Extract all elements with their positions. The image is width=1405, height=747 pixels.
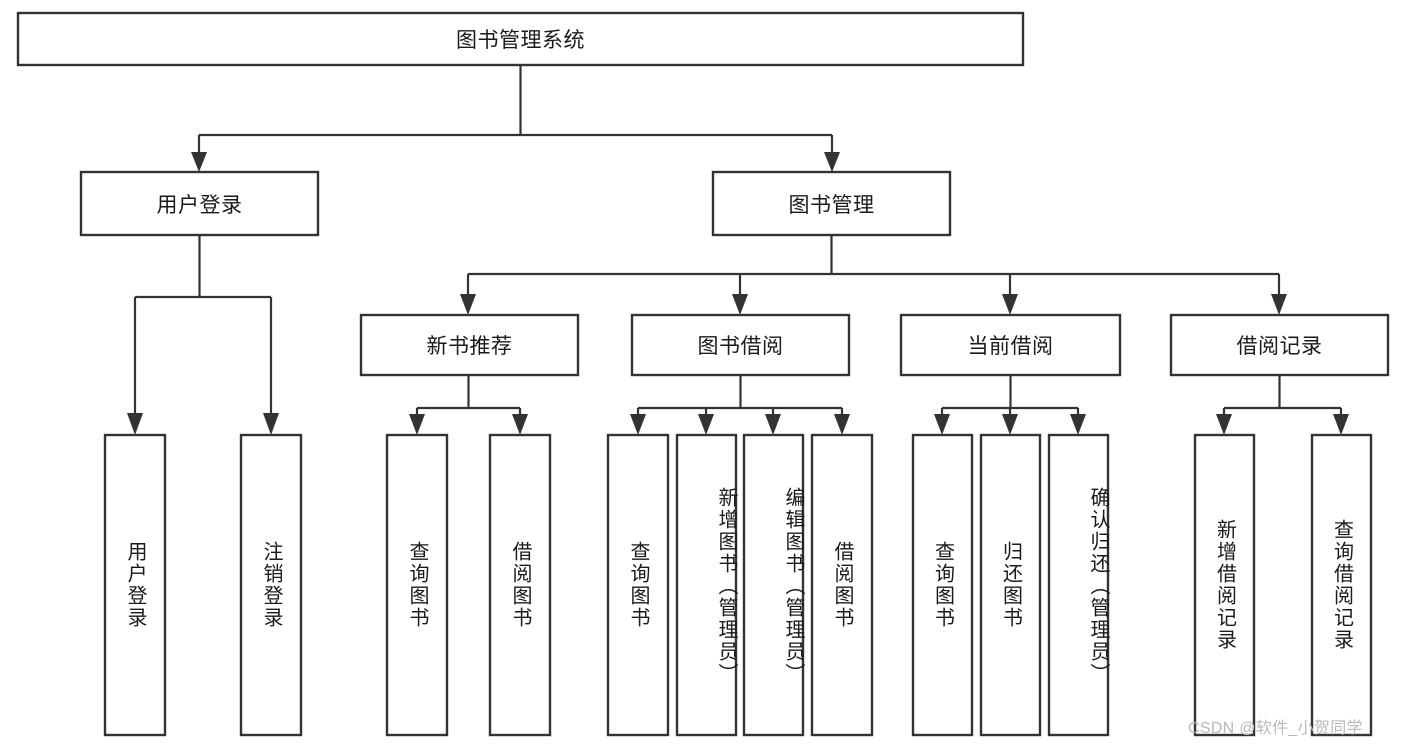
node-box-leaf-return-book[interactable] bbox=[979, 433, 1042, 737]
node-box-book-manage[interactable] bbox=[711, 170, 952, 237]
connector-new-book-rec-to-leaves bbox=[415, 375, 522, 416]
connector-user-login-to-leaves bbox=[133, 235, 273, 415]
arrow-to-borrow-record bbox=[1271, 294, 1287, 315]
arrow-to-leaf-borrow-book-1 bbox=[512, 414, 528, 435]
arrow-to-book-borrow bbox=[732, 294, 748, 315]
node-box-leaf-user-login[interactable] bbox=[103, 433, 167, 737]
node-box-user-login[interactable] bbox=[79, 170, 320, 237]
arrow-to-book-manage bbox=[824, 152, 840, 172]
node-box-new-book-rec[interactable] bbox=[359, 313, 580, 377]
arrow-to-leaf-query-book-3 bbox=[934, 414, 950, 435]
arrow-to-leaf-user-login bbox=[127, 413, 143, 435]
node-box-leaf-query-record[interactable] bbox=[1310, 433, 1373, 737]
connector-book-manage-to-level3 bbox=[466, 235, 1281, 296]
watermark: CSDN @软件_小贺同学 bbox=[1188, 720, 1363, 737]
arrow-to-leaf-query-book-1 bbox=[409, 414, 425, 435]
arrow-to-leaf-confirm-return bbox=[1070, 414, 1086, 435]
node-box-leaf-borrow-book-2[interactable] bbox=[810, 433, 874, 737]
connector-borrow-record-to-leaves bbox=[1222, 375, 1343, 416]
node-box-leaf-edit-book[interactable] bbox=[742, 433, 805, 737]
connector-book-borrow-to-leaves bbox=[636, 375, 844, 416]
node-box-leaf-user-logout[interactable] bbox=[239, 433, 303, 737]
node-box-leaf-add-book[interactable] bbox=[675, 433, 738, 737]
arrow-to-leaf-query-book-2 bbox=[630, 414, 646, 435]
node-box-current-borrow[interactable] bbox=[899, 313, 1122, 377]
arrow-to-leaf-edit-book bbox=[765, 414, 781, 435]
node-box-leaf-query-book-1[interactable] bbox=[385, 433, 449, 737]
arrow-to-new-book-rec bbox=[460, 294, 476, 315]
node-box-borrow-record[interactable] bbox=[1169, 313, 1390, 377]
arrow-to-user-login bbox=[191, 152, 207, 172]
arrow-to-leaf-borrow-book-2 bbox=[834, 414, 850, 435]
node-box-leaf-confirm-return[interactable] bbox=[1047, 433, 1110, 737]
arrow-to-leaf-add-book bbox=[698, 414, 714, 435]
arrow-to-leaf-add-record bbox=[1216, 414, 1232, 435]
node-box-leaf-query-book-3[interactable] bbox=[911, 433, 974, 737]
connector-current-borrow-to-leaves bbox=[940, 375, 1080, 416]
node-box-leaf-borrow-book-1[interactable] bbox=[488, 433, 552, 737]
node-box-book-borrow[interactable] bbox=[630, 313, 851, 377]
arrow-to-current-borrow bbox=[1002, 294, 1018, 315]
arrow-to-leaf-query-record bbox=[1333, 414, 1349, 435]
node-box-leaf-query-book-2[interactable] bbox=[606, 433, 670, 737]
connector-root-to-level2 bbox=[197, 65, 834, 155]
node-box-root[interactable] bbox=[16, 11, 1025, 67]
arrow-to-leaf-return-book bbox=[1002, 414, 1018, 435]
arrow-to-leaf-user-logout bbox=[263, 413, 279, 435]
node-box-leaf-add-record[interactable] bbox=[1193, 433, 1256, 737]
